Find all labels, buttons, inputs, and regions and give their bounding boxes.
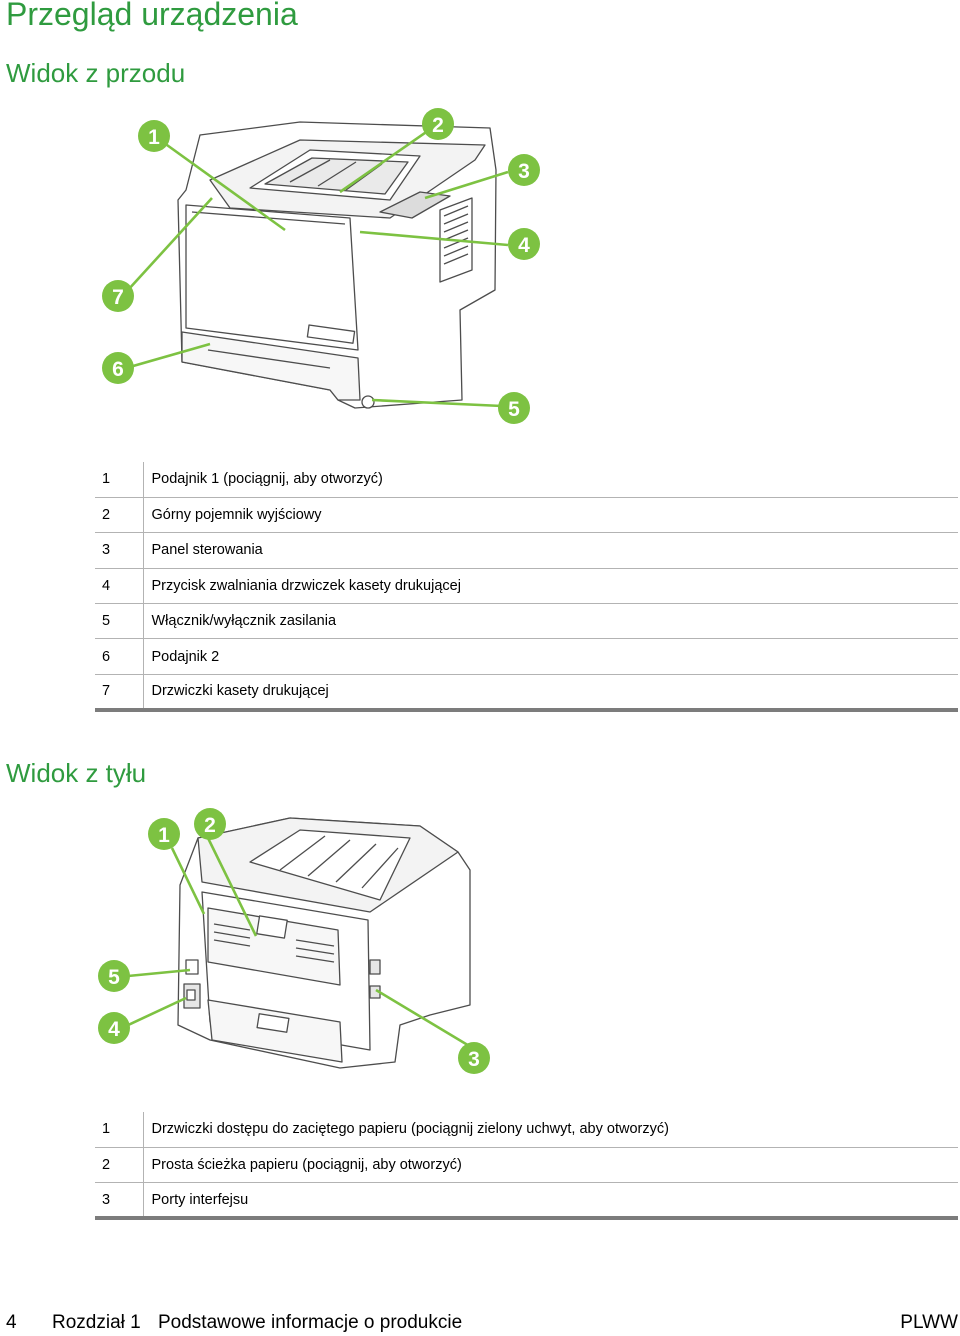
- callout-number: 1: [95, 462, 144, 498]
- callout-number: 7: [95, 674, 144, 712]
- callout-description: Panel sterowania: [143, 532, 958, 569]
- callout-description: Przycisk zwalniania drzwiczek kasety dru…: [143, 568, 958, 605]
- callout-description: Podajnik 1 (pociągnij, aby otworzyć): [143, 462, 958, 498]
- document-code: PLWW: [900, 1312, 958, 1333]
- callout-description: Górny pojemnik wyjściowy: [143, 497, 958, 534]
- rear-callout-3: 3: [468, 1048, 480, 1071]
- callout-number: 2: [95, 1147, 144, 1184]
- front-callout-3: 3: [518, 160, 530, 183]
- rear-view-heading: Widok z tyłu: [6, 758, 147, 788]
- front-callout-2: 2: [432, 114, 444, 137]
- callout-description: Porty interfejsu: [143, 1182, 958, 1221]
- callout-description: Drzwiczki dostępu do zaciętego papieru (…: [143, 1112, 958, 1148]
- front-callout-6: 6: [112, 358, 124, 381]
- callout-number: 3: [95, 1182, 144, 1221]
- callout-description: Włącznik/wyłącznik zasilania: [143, 603, 958, 640]
- callout-number: 6: [95, 638, 144, 675]
- callout-number: 2: [95, 497, 144, 534]
- page-number: 4: [6, 1312, 17, 1333]
- callout-number: 5: [95, 603, 144, 640]
- front-view-heading: Widok z przodu: [6, 58, 186, 88]
- rear-callout-5: 5: [108, 966, 120, 989]
- rear-callout-4: 4: [108, 1018, 120, 1041]
- printer-front-illustration: 1 2 3 4 5 6 7: [102, 108, 540, 424]
- page-title: Przegląd urządzenia: [6, 0, 298, 32]
- callout-description: Podajnik 2: [143, 638, 958, 675]
- chapter-title: Podstawowe informacje o produkcie: [158, 1312, 463, 1333]
- callout-number: 3: [95, 532, 144, 569]
- front-callout-1: 1: [148, 126, 160, 149]
- front-callout-4: 4: [518, 234, 530, 257]
- printer-rear-illustration: 1 2 3 4 5: [98, 808, 490, 1074]
- callout-number: 1: [95, 1112, 144, 1148]
- front-callout-5: 5: [508, 398, 520, 421]
- rear-callout-1: 1: [158, 824, 170, 847]
- chapter-label: Rozdział 1: [52, 1312, 141, 1333]
- callout-number: 4: [95, 568, 144, 605]
- rear-callout-2: 2: [204, 814, 216, 837]
- front-callout-7: 7: [112, 286, 124, 309]
- callout-description: Prosta ścieżka papieru (pociągnij, aby o…: [143, 1147, 958, 1184]
- callout-description: Drzwiczki kasety drukującej: [143, 674, 958, 712]
- page-footer: 4 Rozdział 1 Podstawowe informacje o pro…: [0, 1310, 960, 1336]
